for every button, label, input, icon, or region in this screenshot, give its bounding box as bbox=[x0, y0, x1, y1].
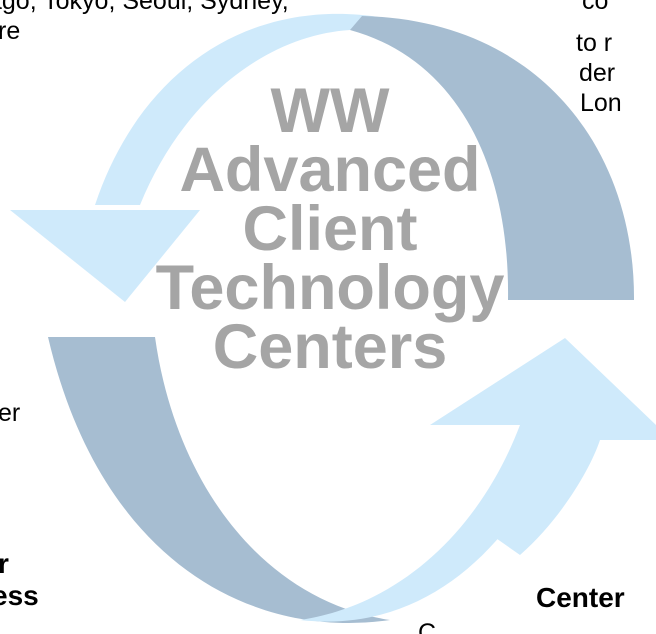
bottom-right-heading: Center bbox=[536, 582, 625, 613]
left-mid-text: er bbox=[0, 399, 21, 427]
bottom-left-heading-line: r bbox=[0, 548, 9, 579]
top-right-text-line: der bbox=[579, 59, 616, 87]
top-right-text-line: Lon bbox=[580, 89, 622, 117]
center-title-line: Centers bbox=[212, 312, 448, 382]
bottom-left-heading-line: ess bbox=[0, 580, 39, 611]
top-right-text-line: co bbox=[582, 0, 609, 15]
top-left-text-line: re bbox=[0, 17, 21, 45]
top-arrow-light-body bbox=[95, 13, 385, 206]
top-right-text-line: to r bbox=[576, 29, 613, 57]
center-title: WW Advanced Client Technology Centers bbox=[120, 76, 540, 382]
center-title-line: Advanced bbox=[179, 135, 481, 205]
center-title-line: WW bbox=[270, 76, 390, 146]
center-title-line: Technology bbox=[155, 253, 505, 323]
center-title-line: Client bbox=[242, 194, 418, 264]
bottom-arrow-head bbox=[430, 338, 656, 555]
bottom-right-text: C bbox=[418, 619, 437, 634]
bottom-arrow-dark-body bbox=[48, 337, 390, 623]
bottom-arrow-light-body bbox=[300, 425, 565, 622]
top-arrow-head bbox=[10, 210, 200, 302]
top-left-text-line: ago, Tokyo, Seoul, Sydney, bbox=[0, 0, 289, 15]
top-arrow-dark-body bbox=[350, 16, 635, 300]
